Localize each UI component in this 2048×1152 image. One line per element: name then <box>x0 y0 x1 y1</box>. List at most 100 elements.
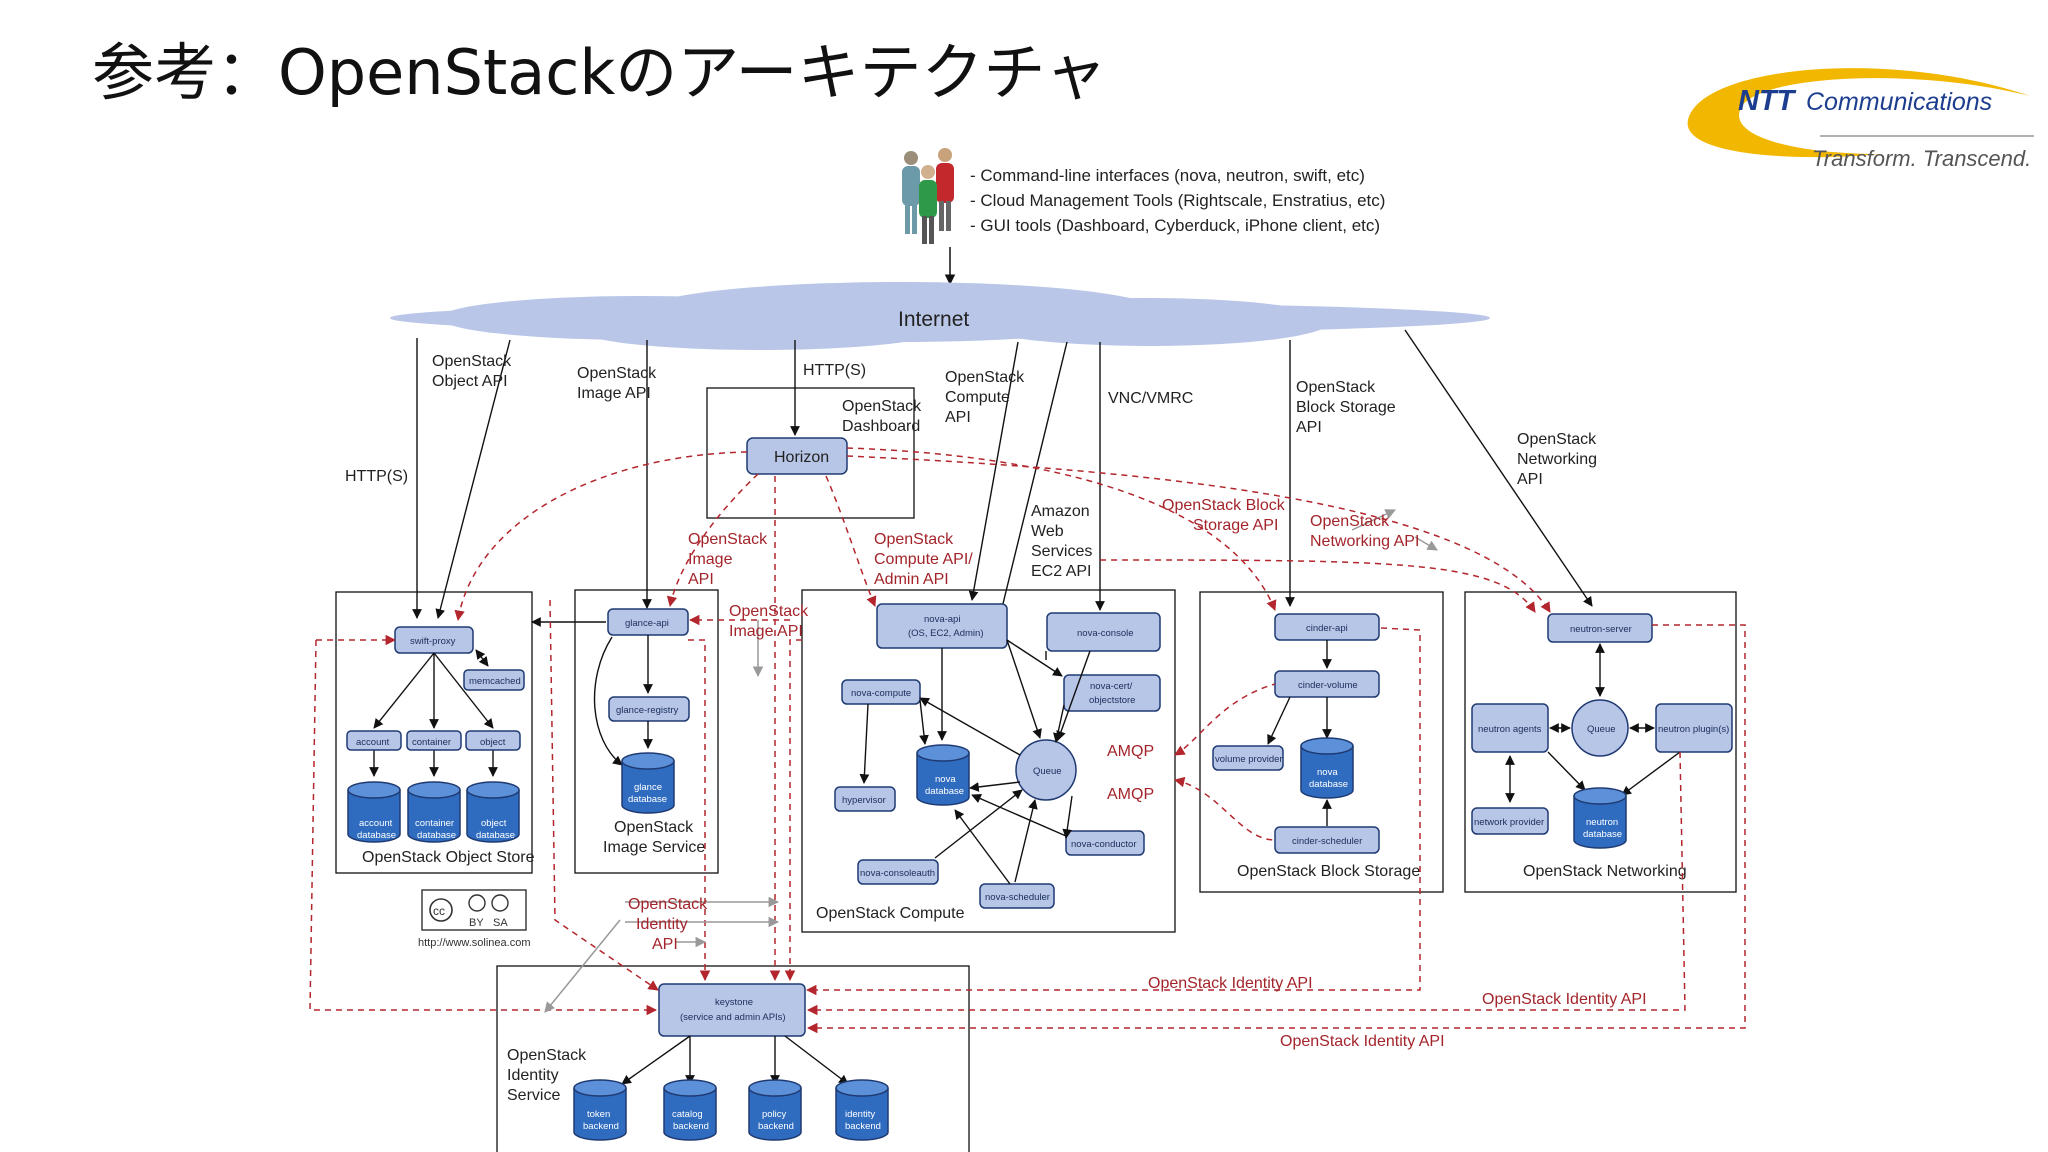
nova-compute-label: nova-compute <box>851 688 911 699</box>
identity-backend-1: identity <box>845 1109 875 1120</box>
label-https-left: HTTP(S) <box>345 468 408 485</box>
identity-backend-2: backend <box>845 1121 881 1132</box>
token-backend-1: token <box>587 1109 610 1120</box>
swift-proxy-label: swift-proxy <box>410 636 456 647</box>
cinder-db-2: database <box>1309 779 1348 790</box>
cinder-api-label: cinder-api <box>1306 623 1348 634</box>
keystone-label-1: keystone <box>715 997 753 1008</box>
users-line-3: - GUI tools (Dashboard, Cyberduck, iPhon… <box>970 216 1380 235</box>
nova-consoleauth-label: nova-consoleauth <box>860 868 935 879</box>
nova-cert-node <box>1063 674 1161 712</box>
nova-db-2: database <box>925 786 964 797</box>
nova-db-1: nova <box>935 774 956 785</box>
nova-console-label: nova-console <box>1077 628 1134 639</box>
object-store-title: OpenStack Object Store <box>362 849 535 866</box>
internet-label: Internet <box>898 308 969 331</box>
internet-cloud <box>390 282 1490 350</box>
compute-queue-label: Queue <box>1033 766 1062 777</box>
glance-registry-label: glance-registry <box>616 705 679 716</box>
red-block-api-a: OpenStack Block <box>1162 497 1286 514</box>
cc-license-badge: cc BY SA <box>421 889 527 931</box>
nova-api-label-1: nova-api <box>924 614 960 625</box>
label-vnc: VNC/VMRC <box>1108 390 1193 407</box>
block-storage-title: OpenStack Block Storage <box>1237 863 1420 880</box>
neutron-db-1: neutron <box>1586 817 1618 828</box>
people-icon <box>902 148 954 244</box>
object-db-2: database <box>476 830 515 841</box>
logo-brand-rest: Communications <box>1806 88 1992 116</box>
label-aws-3: Services <box>1031 543 1092 560</box>
compute-box <box>801 589 1176 933</box>
cc-icon: cc <box>433 904 445 918</box>
neutron-queue-node <box>1571 699 1629 757</box>
red-image-api-1c: API <box>688 571 714 588</box>
label-block-api-1: OpenStack <box>1296 379 1376 396</box>
keystone-label-2: (service and admin APIs) <box>680 1012 786 1023</box>
nova-conductor-node <box>1065 830 1145 856</box>
label-compute-api-2: Compute <box>945 389 1010 406</box>
networking-box <box>1464 591 1737 893</box>
cc-by: BY <box>469 917 484 929</box>
block-storage-box <box>1199 591 1444 893</box>
label-networking-api-2: Networking <box>1517 451 1597 468</box>
memcached-label: memcached <box>469 676 521 687</box>
red-identity-left-c: API <box>652 936 678 953</box>
label-aws-4: EC2 API <box>1031 563 1091 580</box>
token-backend-2: backend <box>583 1121 619 1132</box>
glance-db-1: glance <box>634 782 662 793</box>
neutron-server-node <box>1547 613 1653 643</box>
identity-title-1: OpenStack <box>507 1047 587 1064</box>
nova-console-node <box>1046 612 1161 652</box>
glance-db-2: database <box>628 794 667 805</box>
red-compute-api-b: Compute API/ <box>874 551 973 568</box>
red-image-api-1b: Image <box>688 551 733 568</box>
neutron-plugins-label: neutron plugin(s) <box>1658 724 1729 735</box>
red-compute-api-c: Admin API <box>874 571 949 588</box>
compute-queue-node <box>1015 739 1077 801</box>
volume-provider-node <box>1212 745 1284 771</box>
dashboard-label-1: OpenStack <box>842 398 922 415</box>
neutron-agents-node <box>1471 703 1549 753</box>
nova-scheduler-node <box>979 883 1055 909</box>
memcached-node <box>463 669 525 691</box>
label-aws-2: Web <box>1031 523 1064 540</box>
account-node <box>346 730 402 751</box>
red-net-api-a: OpenStack <box>1310 513 1390 530</box>
network-provider-label: network provider <box>1474 817 1544 828</box>
nova-compute-node <box>841 679 921 705</box>
label-networking-api-1: OpenStack <box>1517 431 1597 448</box>
horizon-label: Horizon <box>774 449 829 466</box>
red-amqp-2: AMQP <box>1107 786 1154 803</box>
label-compute-api-1: OpenStack <box>945 369 1025 386</box>
networking-title: OpenStack Networking <box>1523 863 1687 880</box>
users-line-1: - Command-line interfaces (nova, neutron… <box>970 166 1365 185</box>
logo-brand-bold: NTT <box>1738 85 1797 117</box>
image-service-box <box>574 589 719 874</box>
neutron-plugins-node <box>1655 703 1733 753</box>
label-block-api-2: Block Storage <box>1296 399 1396 416</box>
label-https-top: HTTP(S) <box>803 362 866 379</box>
image-service-title-2: Image Service <box>603 839 705 856</box>
hypervisor-label: hypervisor <box>842 795 886 806</box>
container-label: container <box>412 737 451 748</box>
container-db-2: database <box>417 830 456 841</box>
red-image-api-1a: OpenStack <box>688 531 768 548</box>
cinder-volume-label: cinder-volume <box>1298 680 1358 691</box>
policy-backend-1: policy <box>762 1109 787 1120</box>
volume-provider-label: volume provider <box>1215 754 1283 765</box>
label-networking-api-3: API <box>1517 471 1543 488</box>
red-identity-api-3: OpenStack Identity API <box>1280 1033 1445 1050</box>
glance-api-label: glance-api <box>625 618 669 629</box>
container-db-1: container <box>415 818 454 829</box>
red-identity-api-2: OpenStack Identity API <box>1482 991 1647 1008</box>
logo-tagline: Transform. Transcend. <box>1812 146 2032 171</box>
label-object-api-1: OpenStack <box>432 353 512 370</box>
label-aws-1: Amazon <box>1031 503 1090 520</box>
account-db-2: database <box>357 830 396 841</box>
nova-conductor-label: nova-conductor <box>1071 839 1136 850</box>
neutron-db-2: database <box>1583 829 1622 840</box>
glance-registry-node <box>608 696 690 722</box>
container-node <box>406 730 462 751</box>
ntt-communications-logo: NTT Communications <box>1687 68 2034 158</box>
